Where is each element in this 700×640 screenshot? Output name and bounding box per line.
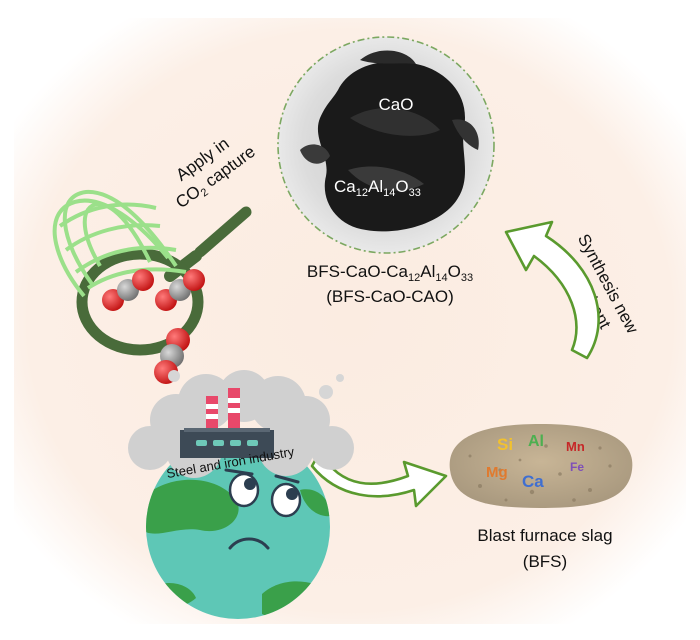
slag-element-fe: Fe [570,460,584,474]
adsorbent-name: BFS-CaO-Ca12Al14O33 [307,262,473,284]
net-mesh [52,189,187,298]
co2-molecule-3 [154,328,190,384]
tem-dashed-border [277,36,495,254]
earth-eye-right [270,482,302,518]
slag-element-al: Al [528,433,544,450]
tem-label-cao: CaO [379,95,414,114]
net-hoop [76,248,204,356]
co2-molecule-2 [155,269,205,311]
earth-eye-left [228,472,260,508]
slag-abbreviation: (BFS) [523,552,567,571]
slag-element-mn: Mn [566,439,585,454]
slag-element-si: Si [497,435,513,454]
net-handle [194,206,252,258]
slag-element-mg: Mg [486,464,508,481]
capture-net [52,189,252,356]
slag-element-ca: Ca [522,472,544,491]
synthesis-arrow [504,220,600,360]
earth-mouth [228,537,270,550]
industry-to-slag-arrow [310,450,448,508]
factory-icon [180,388,274,458]
tem-label-ca12al14o33: Ca12Al14O33 [334,177,421,199]
co2-molecule-1 [102,269,154,311]
tem-image: CaO Ca12Al14O33 [277,36,495,254]
slag-pile [449,424,633,508]
adsorbent-abbreviation: (BFS-CaO-CAO) [326,287,454,306]
slag-name: Blast furnace slag [477,526,612,545]
